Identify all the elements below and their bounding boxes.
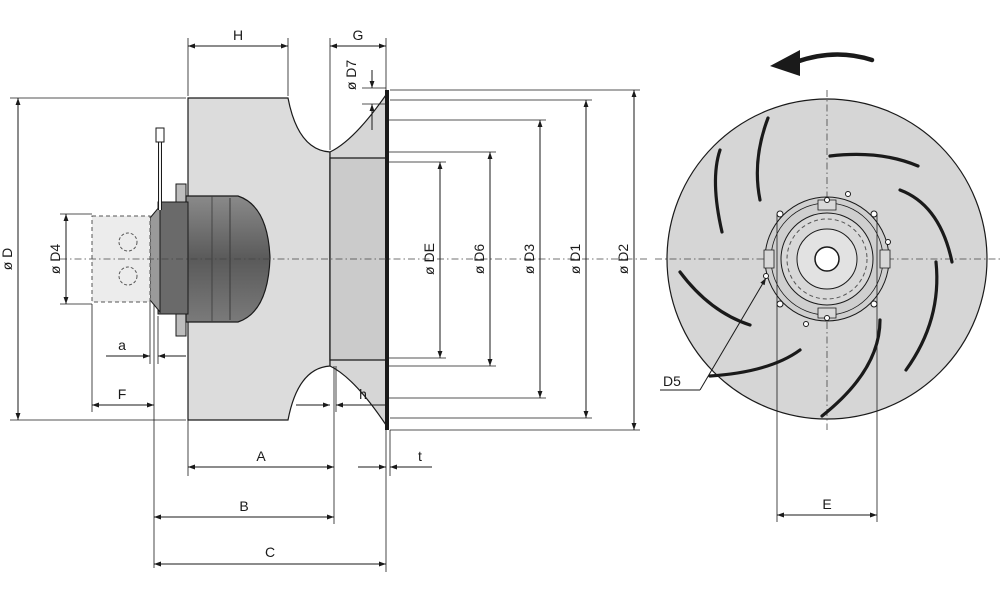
blade bbox=[755, 116, 770, 202]
terminal-box-hole bbox=[118, 266, 138, 286]
hub-dashed-ring bbox=[786, 218, 868, 300]
blade bbox=[820, 318, 882, 418]
side-view: H G ø D7 ø D ø D4 ø DE ø D6 bbox=[0, 27, 650, 572]
flange-lug bbox=[817, 307, 837, 319]
impeller-blades bbox=[678, 116, 954, 418]
motor-stator bbox=[157, 201, 189, 315]
bolt-hole bbox=[824, 315, 830, 321]
rotation-arrowhead-icon bbox=[770, 50, 800, 76]
blade bbox=[708, 348, 802, 378]
label-C: C bbox=[265, 544, 275, 560]
label-A: A bbox=[256, 448, 266, 464]
label-DE: ø DE bbox=[421, 243, 437, 275]
bolt-hole bbox=[803, 321, 809, 327]
bolt-hole bbox=[776, 300, 784, 308]
label-G: G bbox=[353, 27, 364, 43]
label-D7: ø D7 bbox=[343, 60, 359, 91]
label-D: ø D bbox=[0, 248, 15, 271]
blade bbox=[828, 152, 920, 168]
cable-gland bbox=[155, 127, 165, 143]
bolt-hole bbox=[763, 273, 769, 279]
motor-body bbox=[185, 195, 271, 323]
bolt-hole bbox=[870, 210, 878, 218]
label-D2: ø D2 bbox=[615, 244, 631, 275]
label-B: B bbox=[239, 498, 248, 514]
label-E: E bbox=[822, 496, 831, 512]
front-view: D5 E bbox=[655, 50, 1000, 522]
label-t: t bbox=[418, 448, 422, 464]
rotation-arrow-icon bbox=[793, 52, 875, 65]
shaft-hole bbox=[814, 246, 840, 272]
flange-lug bbox=[763, 249, 775, 269]
leader-D5 bbox=[699, 277, 767, 391]
label-D1: ø D1 bbox=[567, 244, 583, 275]
label-H: H bbox=[233, 27, 243, 43]
label-h: h bbox=[359, 386, 367, 402]
label-F: F bbox=[118, 386, 127, 402]
flange-lug bbox=[879, 249, 891, 269]
bolt-hole bbox=[824, 197, 830, 203]
blade bbox=[713, 148, 724, 234]
blade bbox=[898, 188, 954, 264]
blade bbox=[678, 270, 752, 327]
label-D6: ø D6 bbox=[471, 244, 487, 275]
bolt-hole bbox=[845, 191, 851, 197]
bolt-hole bbox=[776, 210, 784, 218]
label-D5: D5 bbox=[663, 373, 681, 389]
label-D3: ø D3 bbox=[521, 244, 537, 275]
label-D4: ø D4 bbox=[47, 244, 63, 275]
backplate bbox=[385, 90, 389, 430]
bolt-hole bbox=[870, 300, 878, 308]
bolt-hole bbox=[885, 239, 891, 245]
label-a: a bbox=[118, 337, 126, 353]
terminal-box-hole bbox=[118, 232, 138, 252]
blade bbox=[904, 260, 939, 372]
